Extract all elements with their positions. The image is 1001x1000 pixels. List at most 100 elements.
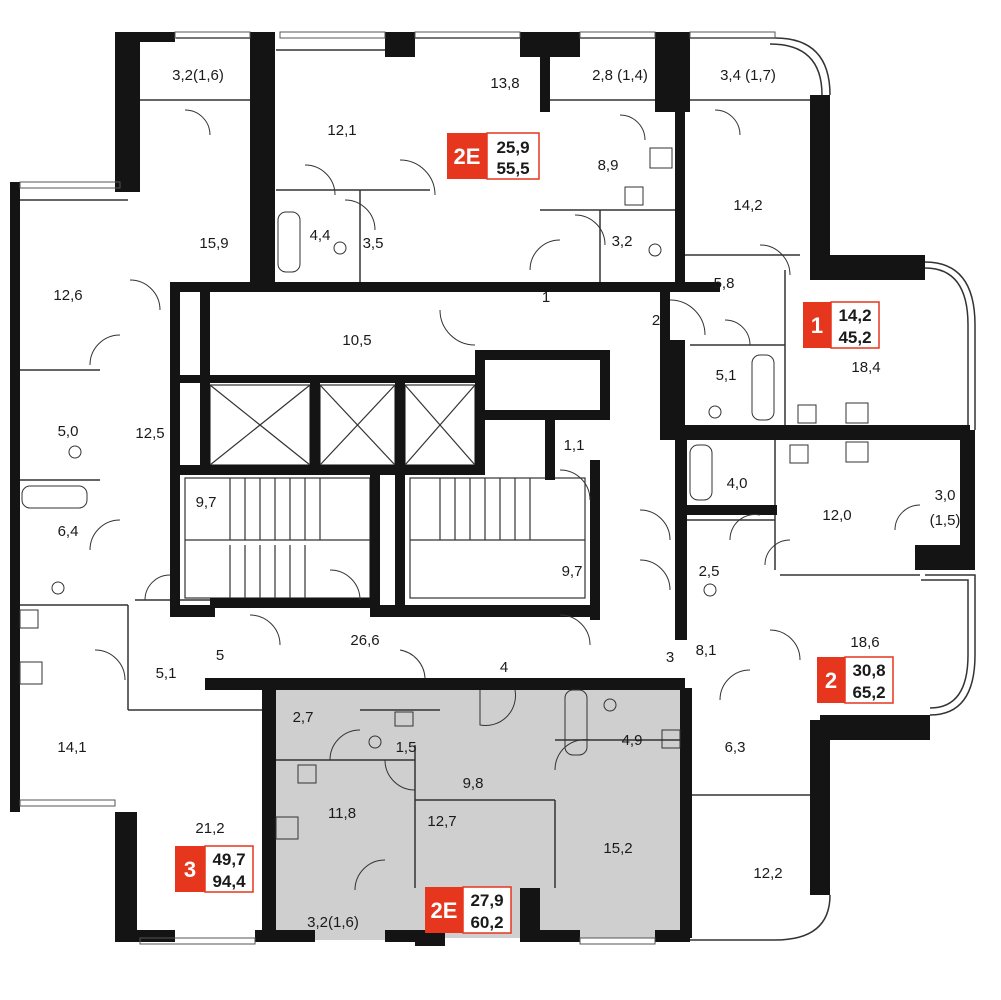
toilet-icon — [51, 581, 65, 595]
room-label-18-6: 18,6 — [850, 634, 879, 651]
apartment-total-area: 60,2 — [470, 913, 503, 932]
apartment-code: 1 — [811, 313, 823, 338]
room-label-8-9: 8,9 — [598, 157, 619, 174]
room-label-4: 4 — [500, 659, 508, 676]
room-label-balcony-top-center: 2,8 (1,4) — [592, 67, 648, 84]
room-label-2: 2 — [652, 312, 660, 329]
wall-top-mid-right — [655, 32, 690, 112]
room-label-9-8: 9,8 — [463, 775, 484, 792]
apartment-badge-1: 1 14,2 45,2 — [803, 301, 880, 349]
stove-icon — [845, 402, 869, 424]
apartment-badge-3: 3 49,7 94,4 — [175, 845, 254, 893]
badge-code-box — [425, 887, 463, 933]
bathtub-icon — [564, 689, 588, 756]
toilet-icon — [708, 405, 722, 419]
room-label-21-2: 21,2 — [195, 820, 224, 837]
room-label-5-1-left: 5,1 — [156, 665, 177, 682]
badge-value-box — [486, 132, 540, 180]
wall-right-upper — [810, 95, 830, 265]
sink-icon — [624, 186, 644, 206]
room-label-9-7-right: 9,7 — [562, 563, 583, 580]
room-label-5-0: 5,0 — [58, 423, 79, 440]
balconies-curved — [690, 37, 976, 941]
apartment-code: 2E — [454, 144, 481, 169]
apartment-code: 2 — [825, 668, 837, 693]
room-label-balcony-top-right: 3,4 (1,7) — [720, 67, 776, 84]
apartment-badge-2e-bottom: 2E 27,9 60,2 — [425, 886, 512, 934]
room-label-12-2: 12,2 — [753, 865, 782, 882]
toilet-icon — [68, 445, 82, 459]
bathtub-icon — [21, 485, 88, 509]
bathtub-icon — [277, 211, 301, 273]
apartment-badge-2e-top: 2E 25,9 55,5 — [447, 132, 540, 180]
stove-icon — [275, 816, 299, 840]
room-label-5-8: 5,8 — [714, 275, 735, 292]
wall-right-horizontal — [660, 425, 970, 440]
stove-icon — [845, 441, 869, 463]
badge-code-box — [175, 846, 205, 892]
apartment-total-area: 65,2 — [852, 683, 885, 702]
sink-icon — [661, 729, 681, 749]
room-label-12-1: 12,1 — [327, 122, 356, 139]
room-label-3: 3 — [666, 649, 674, 666]
toilet-icon — [603, 698, 617, 712]
room-label-balcony-bottom: 3,2(1,6) — [307, 914, 359, 931]
room-label-8-1: 8,1 — [696, 642, 717, 659]
room-label-3-0-sub: (1,5) — [930, 512, 961, 529]
room-labels: 3,2(1,6) 13,8 2,8 (1,4) 3,4 (1,7) 12,1 8… — [53, 67, 960, 931]
room-label-11-8: 11,8 — [328, 805, 356, 822]
badge-value-box — [462, 886, 512, 934]
walls — [10, 32, 975, 946]
sink-icon — [394, 711, 414, 727]
room-label-12-5: 12,5 — [135, 425, 164, 442]
room-label-6-4: 6,4 — [58, 523, 79, 540]
room-label-2-5: 2,5 — [699, 563, 720, 580]
room-label-15-2: 15,2 — [603, 840, 632, 857]
toilet-icon — [648, 243, 662, 257]
room-label-5: 5 — [216, 647, 224, 664]
badge-value-box — [830, 301, 880, 349]
room-label-12-0: 12,0 — [822, 507, 851, 524]
sink-icon — [797, 404, 817, 424]
badge-value-box — [844, 656, 894, 704]
wall-core-left — [170, 282, 180, 612]
sink-icon — [19, 609, 39, 629]
badge-code-box — [803, 302, 831, 348]
badge-code-box — [817, 657, 845, 703]
stove-icon — [649, 147, 673, 169]
sink-icon — [297, 764, 317, 784]
room-label-balcony-top-left: 3,2(1,6) — [172, 67, 224, 84]
room-label-18-4: 18,4 — [851, 359, 880, 376]
room-label-3-0: 3,0 — [935, 487, 956, 504]
apartment-living-area: 30,8 — [852, 661, 885, 680]
room-label-1: 1 — [542, 289, 550, 306]
apartment-living-area: 14,2 — [838, 306, 871, 325]
room-label-10-5: 10,5 — [342, 332, 371, 349]
wall-bottom-corridor — [205, 678, 685, 690]
apartment-total-area: 45,2 — [838, 328, 871, 347]
sink-icon — [789, 444, 809, 464]
apartment-living-area: 25,9 — [496, 138, 529, 157]
stairs-right — [409, 477, 586, 599]
wall-core-top — [170, 282, 720, 292]
room-label-12-7: 12,7 — [427, 813, 456, 830]
toilet-icon — [368, 735, 382, 749]
room-label-2-7: 2,7 — [293, 709, 314, 726]
wall-mid-left — [250, 32, 275, 282]
apartment-total-area: 94,4 — [212, 872, 246, 891]
apartment-2e-area — [276, 688, 686, 938]
apartment-living-area: 49,7 — [212, 850, 245, 869]
room-label-4-0: 4,0 — [727, 475, 748, 492]
room-label-15-9: 15,9 — [199, 235, 228, 252]
badge-code-box — [447, 133, 487, 179]
toilet-icon — [703, 583, 717, 597]
room-label-3-2: 3,2 — [612, 233, 633, 250]
room-label-5-1-right: 5,1 — [716, 367, 737, 384]
stove-icon — [19, 661, 43, 685]
badge-value-box — [204, 845, 254, 893]
room-label-9-7-left: 9,7 — [196, 494, 217, 511]
room-label-14-2: 14,2 — [733, 197, 762, 214]
toilet-icon — [333, 241, 347, 255]
bathtub-icon — [689, 444, 713, 501]
